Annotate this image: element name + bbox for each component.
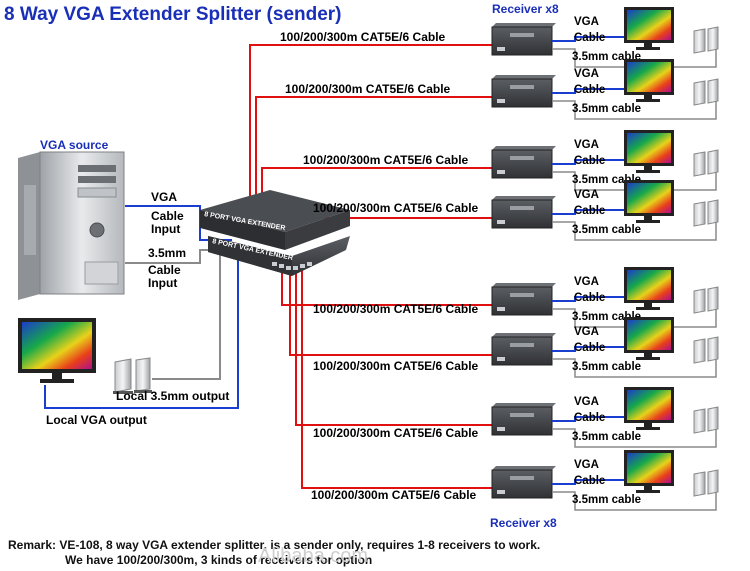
receiver-row-7: VGA Cable 3.5mm cable: [491, 387, 719, 448]
receiver-monitor-icon: [624, 450, 674, 493]
receiver-audio-label: 3.5mm cable: [572, 431, 641, 443]
receiver-box-icon: [491, 75, 556, 108]
receiver-speaker-icon: [693, 199, 719, 227]
receiver-row-1: VGA Cable 3.5mm cable: [491, 7, 719, 68]
receiver-box-icon: [491, 146, 556, 179]
receiver-audio-label: 3.5mm cable: [572, 174, 641, 186]
receiver-box-icon: [491, 283, 556, 316]
receiver-cable-label: Cable: [574, 32, 605, 44]
receiver-monitor-icon: [624, 59, 674, 102]
receiver-box-icon: [491, 466, 556, 499]
watermark: Alibaba.com: [258, 545, 368, 567]
receiver-audio-label: 3.5mm cable: [572, 361, 641, 373]
pc-tower-icon: [18, 151, 125, 300]
input-audio-label: 3.5mm Cable Input: [148, 246, 189, 290]
receiver-monitor-icon: [624, 267, 674, 310]
receiver-box-icon: [491, 333, 556, 366]
receiver-monitor-icon: [624, 387, 674, 430]
cable-label-4: 100/200/300m CAT5E/6 Cable: [313, 201, 479, 215]
input-vga-label: VGA Cable Input: [151, 190, 187, 236]
diagram-title: 8 Way VGA Extender Splitter (sender): [4, 4, 342, 25]
receiver-vga-label: VGA: [574, 459, 599, 471]
remark-line-2: We have 100/200/300m, 3 kinds of receive…: [65, 553, 372, 567]
receiver-monitor-icon: [624, 180, 674, 223]
receiver-speaker-icon: [693, 149, 719, 177]
receiver-vga-label: VGA: [574, 68, 599, 80]
receiver-audio-label: 3.5mm cable: [572, 311, 641, 323]
receiver-row-4: VGA Cable 3.5mm cable: [491, 180, 719, 241]
vga-source-label: VGA source: [40, 138, 109, 152]
receiver-audio-label: 3.5mm cable: [572, 103, 641, 115]
receiver-speaker-icon: [693, 336, 719, 364]
local-monitor-icon: [18, 318, 96, 383]
receiver-cable-label: Cable: [574, 205, 605, 217]
remark-line-1: Remark: VE-108, 8 way VGA extender split…: [8, 538, 540, 552]
receiver-monitor-icon: [624, 130, 674, 173]
receiver-monitor-icon: [624, 317, 674, 360]
receiver-speaker-icon: [693, 469, 719, 497]
cable-label-6: 100/200/300m CAT5E/6 Cable: [313, 359, 479, 373]
receiver-row-6: VGA Cable 3.5mm cable: [491, 317, 719, 378]
receiver-cable-label: Cable: [574, 342, 605, 354]
cable-label-1: 100/200/300m CAT5E/6 Cable: [280, 30, 446, 44]
receiver-vga-label: VGA: [574, 16, 599, 28]
local-audio-label: Local 3.5mm output: [116, 389, 229, 403]
receiver-cable-label: Cable: [574, 475, 605, 487]
receiver-row-5: VGA Cable 3.5mm cable: [491, 267, 719, 328]
receiver-cable-label: Cable: [574, 292, 605, 304]
cable-label-5: 100/200/300m CAT5E/6 Cable: [313, 302, 479, 316]
receiver-vga-label: VGA: [574, 139, 599, 151]
receiver-vga-label: VGA: [574, 396, 599, 408]
receiver-audio-label: 3.5mm cable: [572, 494, 641, 506]
receiver-box-icon: [491, 196, 556, 229]
local-speaker-icon: [113, 357, 152, 394]
cable-label-7: 100/200/300m CAT5E/6 Cable: [313, 426, 479, 440]
receiver-speaker-icon: [693, 78, 719, 106]
receiver-top-label: Receiver x8: [492, 2, 559, 16]
receiver-row-3: VGA Cable 3.5mm cable: [491, 130, 719, 191]
cat5-cable-runs: [249, 44, 492, 489]
receiver-speaker-icon: [693, 286, 719, 314]
receiver-row-2: VGA Cable 3.5mm cable: [491, 59, 719, 120]
receiver-bottom-label: Receiver x8: [490, 516, 557, 530]
receiver-speaker-icon: [693, 26, 719, 54]
receiver-box-icon: [491, 403, 556, 436]
cable-label-2: 100/200/300m CAT5E/6 Cable: [285, 82, 451, 96]
splitter-device: 8 PORT VGA EXTENDER 8 PORT VGA EXTENDER: [200, 190, 350, 276]
receiver-audio-label: 3.5mm cable: [572, 224, 641, 236]
receiver-vga-label: VGA: [574, 189, 599, 201]
cable-label-3: 100/200/300m CAT5E/6 Cable: [303, 153, 469, 167]
receiver-speaker-icon: [693, 406, 719, 434]
cable-label-8: 100/200/300m CAT5E/6 Cable: [311, 488, 477, 502]
receiver-cable-label: Cable: [574, 412, 605, 424]
receiver-audio-label: 3.5mm cable: [572, 51, 641, 63]
receiver-vga-label: VGA: [574, 276, 599, 288]
receiver-monitor-icon: [624, 7, 674, 50]
receiver-cable-label: Cable: [574, 84, 605, 96]
receiver-row-8: VGA Cable 3.5mm cable: [491, 450, 719, 511]
receiver-box-icon: [491, 23, 556, 56]
receiver-cable-label: Cable: [574, 155, 605, 167]
receiver-vga-label: VGA: [574, 326, 599, 338]
local-vga-label: Local VGA output: [46, 413, 147, 427]
